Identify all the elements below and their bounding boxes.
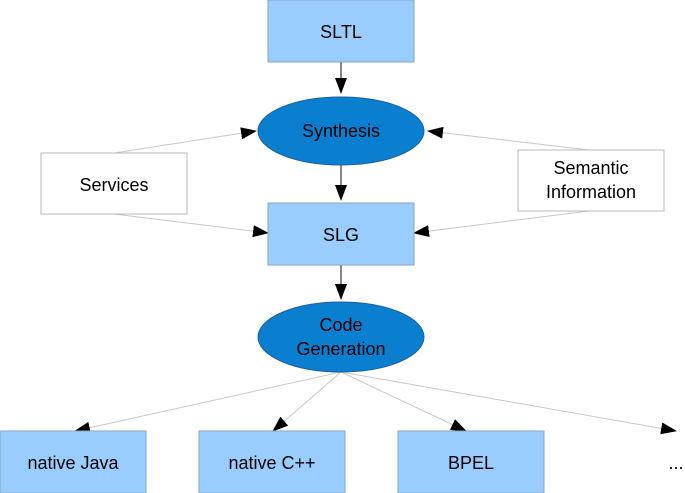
node-slg: SLG (267, 202, 415, 266)
edge-semantic-synthesis (427, 126, 590, 151)
node-code-generation: Code Generation (257, 301, 425, 373)
node-semantic-information: Semantic Information (517, 149, 665, 212)
node-synthesis: Synthesis (257, 96, 425, 166)
node-slg-label: SLG (323, 225, 359, 245)
node-codegen-label-line1: Code (319, 315, 362, 335)
edge-codegen-cpp (272, 371, 342, 432)
edge-codegen-java (74, 371, 342, 434)
node-java-label: native Java (27, 453, 119, 473)
node-more-label: ... (668, 453, 683, 473)
edge-services-slg (113, 213, 269, 238)
node-cpp-label: native C++ (228, 453, 315, 473)
node-synthesis-label: Synthesis (302, 121, 380, 141)
node-services: Services (40, 152, 188, 215)
node-sltl-label: SLTL (320, 22, 362, 42)
node-bpel: BPEL (397, 430, 545, 493)
node-semantic-label-line1: Semantic (553, 158, 628, 178)
edge-codegen-bpel (340, 371, 467, 432)
edge-semantic-slg (413, 210, 590, 238)
node-services-label: Services (79, 175, 148, 195)
node-bpel-label: BPEL (448, 453, 494, 473)
node-semantic-label-line2: Information (546, 182, 636, 202)
node-native-java: native Java (0, 430, 147, 493)
node-native-cpp: native C++ (198, 430, 346, 493)
edge-services-synthesis (113, 127, 257, 154)
edge-codegen-more (340, 371, 677, 435)
node-sltl: SLTL (267, 0, 415, 63)
node-codegen-label-line2: Generation (296, 339, 385, 359)
edges (74, 62, 677, 435)
